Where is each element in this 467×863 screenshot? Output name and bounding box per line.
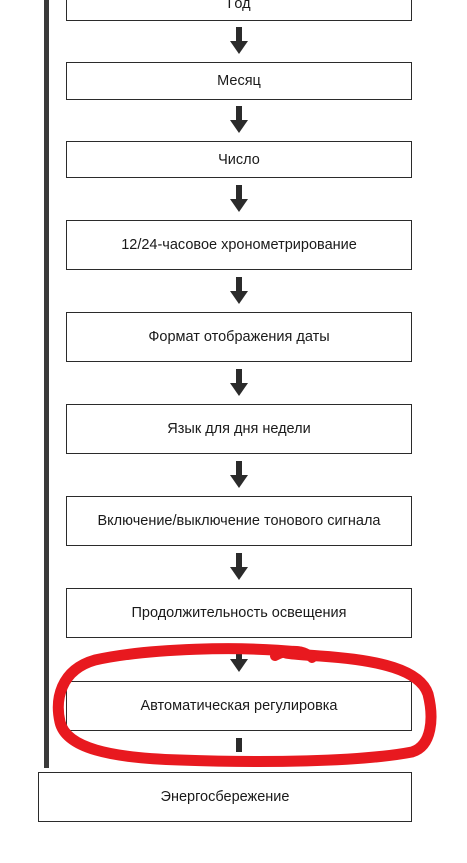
step-energy-saving-box: Энергосбережение: [38, 772, 412, 822]
down-arrow-icon: [229, 645, 249, 675]
down-arrow-icon: [229, 106, 249, 136]
down-arrow-icon: [229, 185, 249, 215]
down-arrow-icon: [229, 277, 249, 307]
step-date-format-box: Формат отображения даты: [66, 312, 412, 362]
step-12-24-label: 12/24-часовое хронометрирование: [121, 237, 357, 253]
down-arrow-icon: [229, 461, 249, 491]
down-arrow-stub-icon: [229, 738, 249, 768]
step-tone-signal-label: Включение/выключение тонового сигнала: [97, 513, 381, 529]
step-weekday-language-box: Язык для дня недели: [66, 404, 412, 454]
step-year-label: Год: [227, 0, 251, 12]
step-weekday-language-label: Язык для дня недели: [167, 421, 311, 437]
step-light-duration-label: Продолжительность освещения: [131, 605, 347, 621]
down-arrow-icon: [229, 553, 249, 583]
step-light-duration-box: Продолжительность освещения: [66, 588, 412, 638]
step-auto-adjust-box: Автоматическая регулировка: [66, 681, 412, 731]
step-day-box: Число: [66, 141, 412, 178]
step-tone-signal-box: Включение/выключение тонового сигнала: [66, 496, 412, 546]
down-arrow-icon: [229, 369, 249, 399]
down-arrow-icon: [229, 27, 249, 57]
step-auto-adjust-label: Автоматическая регулировка: [140, 698, 338, 714]
step-month-label: Месяц: [217, 73, 261, 89]
step-12-24-box: 12/24-часовое хронометрирование: [66, 220, 412, 270]
step-month-box: Месяц: [66, 62, 412, 100]
step-year-box: Год: [66, 0, 412, 21]
loop-return-line: [44, 0, 49, 768]
step-date-format-label: Формат отображения даты: [148, 329, 330, 345]
step-energy-saving-label: Энергосбережение: [160, 789, 290, 805]
step-day-label: Число: [218, 151, 260, 168]
